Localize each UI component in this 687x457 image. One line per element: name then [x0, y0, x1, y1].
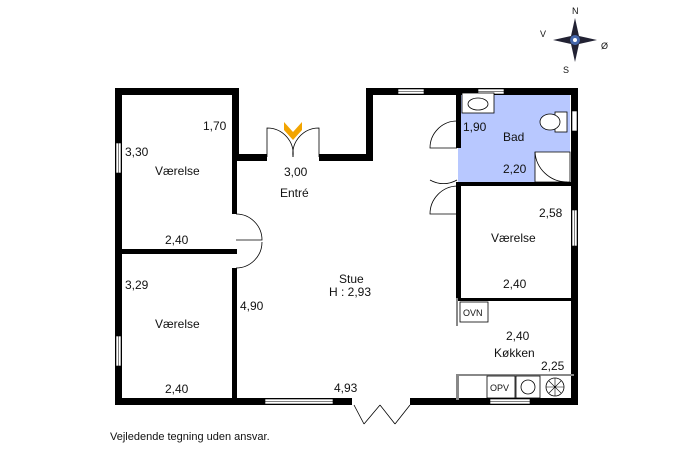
kitchen-fixtures [459, 301, 565, 399]
shower-icon [534, 151, 571, 183]
dim-vaerelse-bottom-height: 3,29 [125, 278, 149, 292]
dim-entre-width: 3,00 [284, 165, 308, 179]
compass-south: S [563, 65, 569, 75]
bath-fixtures [461, 92, 571, 183]
compass-west: V [540, 29, 546, 39]
compass-east: Ø [601, 41, 608, 51]
dim-bad-height: 1,90 [463, 120, 487, 134]
compass-icon [553, 18, 597, 62]
room-height-stue: H : 2,93 [329, 285, 371, 299]
doors [235, 120, 458, 425]
room-name-vaerelse-right: Værelse [491, 231, 536, 245]
disclaimer-text: Vejledende tegning uden ansvar. [110, 431, 270, 443]
room-name-stue: Stue [339, 272, 364, 286]
compass-north: N [572, 6, 579, 16]
room-name-bad: Bad [503, 130, 524, 144]
room-name-vaerelse-top: Værelse [155, 164, 200, 178]
room-name-vaerelse-bottom: Værelse [155, 317, 200, 331]
dim-bad-width: 2,20 [503, 162, 527, 176]
dishwasher-box [486, 375, 516, 399]
dim-vaerelse-top-side: 1,70 [203, 119, 227, 133]
oven-box [459, 301, 489, 323]
windows [115, 88, 578, 405]
dim-stue-side: 4,90 [240, 299, 264, 313]
room-name-kokken: Køkken [494, 346, 535, 360]
oven-label: OVN [463, 308, 483, 318]
dim-vaerelse-right-width: 2,40 [503, 277, 527, 291]
dim-vaerelse-top-height: 3,30 [125, 145, 149, 159]
dim-stue-width: 4,93 [334, 381, 358, 395]
entry-arrow-icon [284, 122, 302, 140]
sink-icon-kitchen [520, 379, 536, 395]
dim-vaerelse-right-height: 2,58 [539, 206, 563, 220]
interior-walls [115, 92, 574, 404]
dishwasher-label: OPV [490, 383, 509, 393]
dim-vaerelse-top-width: 2,40 [165, 233, 189, 247]
room-name-entre: Entré [280, 186, 309, 200]
dim-vaerelse-bottom-width: 2,40 [165, 382, 189, 396]
dim-kokken-side: 2,25 [541, 359, 565, 373]
dim-kokken-width: 2,40 [506, 329, 530, 343]
